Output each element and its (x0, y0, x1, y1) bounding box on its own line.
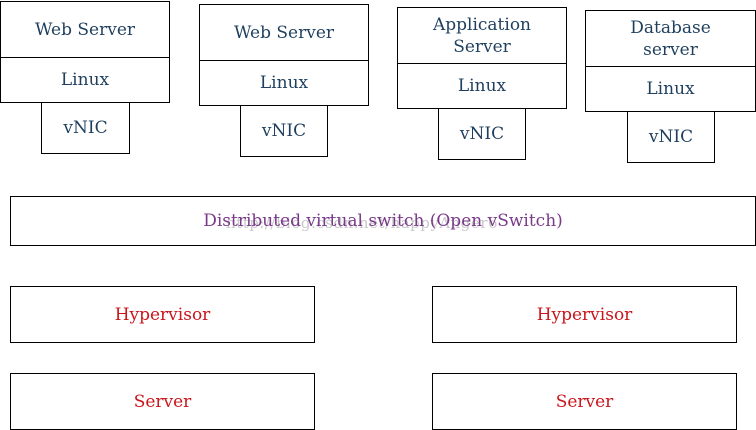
app-label-line-1: Application (432, 14, 532, 35)
os-label: Linux (259, 73, 309, 93)
hypervisor-2-box: Hypervisor (432, 286, 737, 343)
server-label: Server (555, 391, 614, 412)
app-label-line-2: server (643, 39, 698, 60)
os-label: Linux (646, 79, 695, 99)
hypervisor-label: Hypervisor (114, 304, 211, 325)
nic-label: vNIC (648, 127, 694, 147)
linux-os-2-box: Linux (199, 60, 369, 106)
hypervisor-label: Hypervisor (536, 304, 633, 325)
linux-os-4-box: Linux (585, 66, 756, 112)
vnic-2-box: vNIC (240, 105, 328, 157)
distributed-switch-box: Distributed virtual switch (Open vSwitch… (10, 196, 756, 246)
hypervisor-1-box: Hypervisor (10, 286, 315, 343)
vnic-3-box: vNIC (438, 108, 526, 160)
switch-label: Distributed virtual switch (Open vSwitch… (203, 211, 563, 231)
app-label-line-2: Server (453, 36, 511, 57)
database-server-box: Database server (585, 10, 756, 67)
os-label: Linux (457, 76, 507, 96)
linux-os-3-box: Linux (397, 63, 567, 109)
linux-os-1-box: Linux (0, 57, 170, 103)
app-label: Web Server (233, 22, 335, 43)
nic-label: vNIC (459, 124, 505, 144)
vnic-4-box: vNIC (627, 111, 715, 163)
server-1-box: Server (10, 373, 315, 430)
web-server-1-box: Web Server (0, 1, 170, 58)
application-server-box: Application Server (397, 7, 567, 64)
nic-label: vNIC (63, 118, 108, 138)
nic-label: vNIC (261, 121, 307, 141)
server-2-box: Server (432, 373, 737, 430)
os-label: Linux (60, 70, 110, 90)
app-label-line-1: Database (630, 17, 711, 38)
vnic-1-box: vNIC (41, 102, 130, 154)
server-label: Server (133, 391, 192, 412)
web-server-2-box: Web Server (199, 4, 369, 61)
app-label: Web Server (34, 19, 136, 40)
